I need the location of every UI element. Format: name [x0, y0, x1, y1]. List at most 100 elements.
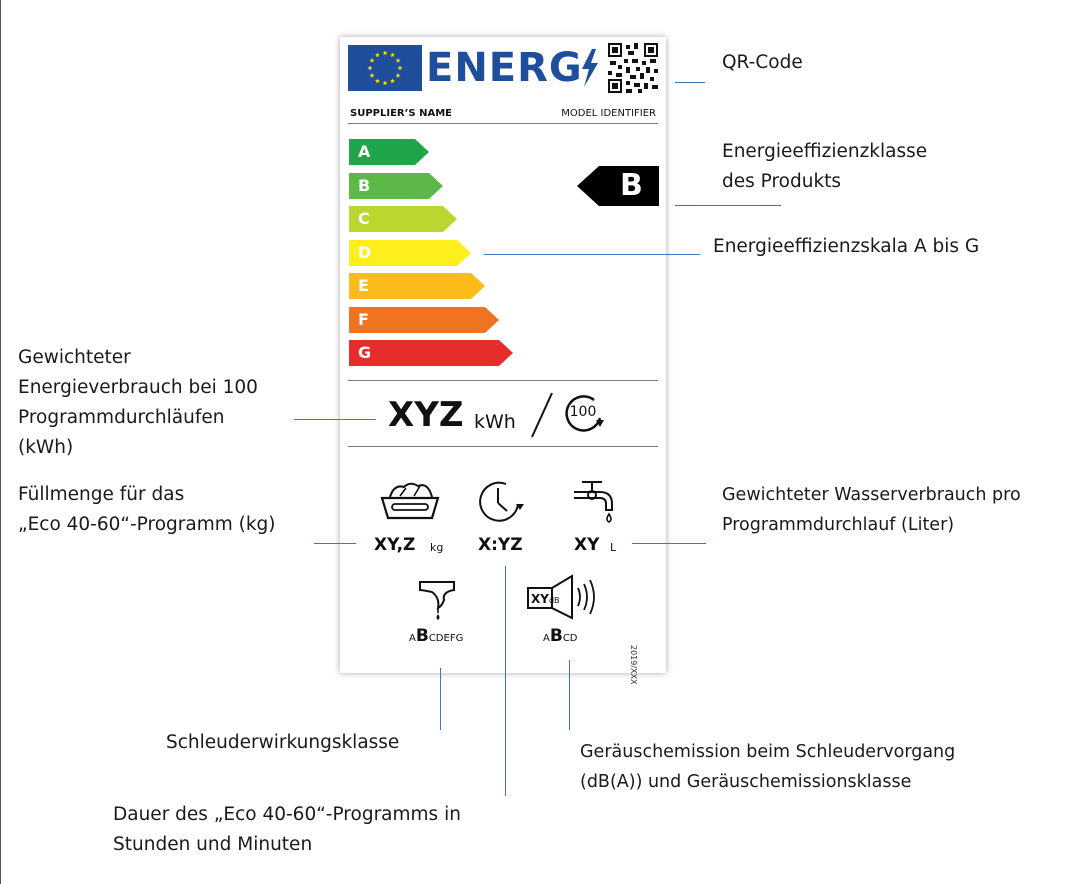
efficiency-class-g: G: [349, 340, 513, 366]
class-arrow-letter: E: [358, 276, 369, 295]
class-arrow-shape: [349, 273, 485, 299]
energy-wordmark: ENERG: [426, 45, 583, 91]
duration-annotation-line-1: Dauer des „Eco 40-60“-Programms in: [113, 804, 461, 825]
duration-value: X:YZ: [478, 535, 523, 555]
class-arrow-letter: B: [358, 175, 371, 195]
noise-class-scale: ABCD: [543, 626, 578, 646]
class-arrow-letter: A: [358, 142, 371, 161]
spin-callout-line: [440, 668, 441, 730]
scale-callout-line: [484, 254, 700, 255]
energy-annotation: Gewichteter Energieverbrauch bei 100 Pro…: [18, 343, 258, 463]
spin-efficiency-scale: ABCDEFG: [409, 626, 463, 646]
capacity-annotation-line-2: „Eco 40-60“-Programm (kg): [18, 514, 276, 535]
slash-icon: [531, 392, 553, 438]
capacity-annotation-line-1: Füllmenge für das: [18, 484, 185, 505]
regulation-code: 2019/XXX: [629, 645, 638, 685]
spin-grade-post: CDEFG: [428, 633, 464, 644]
noise-db-number: XY: [531, 592, 549, 606]
noise-annotation-line-1: Geräuschemission beim Schleudervorgang: [580, 742, 956, 762]
spin-annotation-line: Schleuderwirkungsklasse: [166, 732, 400, 753]
class-arrow-shape: [349, 340, 513, 366]
cycle-count: 100: [569, 404, 597, 420]
class-arrow-shape: [349, 239, 471, 266]
scale-annotation: Energieeffizienzskala A bis G: [713, 232, 979, 262]
noise-grade-main: B: [549, 626, 563, 646]
water-annotation-line-2: Programmdurchlauf (Liter): [722, 515, 955, 535]
efficiency-class-annotation-line-2: des Produkts: [722, 171, 842, 192]
noise-grade-pre: A: [543, 633, 550, 644]
efficiency-class-f: F: [349, 306, 499, 333]
model-identifier: MODEL IDENTIFIER: [561, 108, 656, 119]
supplier-name: SUPPLIER’S NAME: [350, 108, 452, 119]
efficiency-class-b: B: [349, 172, 443, 199]
eu-star-icon: [369, 72, 375, 78]
clock-icon: [479, 481, 524, 522]
class-arrow-shape: [349, 206, 457, 232]
eu-star-icon: [382, 50, 388, 56]
duration-annotation-line-2: Stunden und Minuten: [113, 834, 313, 855]
capacity-annotation: Füllmenge für das „Eco 40-60“-Programm (…: [18, 480, 276, 540]
product-class-arrow: [577, 166, 659, 206]
energy-annotation-line-3: Programmdurchläufen: [18, 407, 225, 428]
noise-callout-line: [569, 660, 570, 730]
noise-grade-post: CD: [562, 633, 578, 644]
consumption-divider: [348, 446, 658, 447]
noise-db-unit: dB: [548, 596, 560, 605]
qr-callout-line: [675, 82, 705, 83]
eu-star-icon: [390, 52, 395, 58]
energy-consumption-value: XYZ: [388, 395, 464, 435]
qr-annotation-line: QR-Code: [722, 52, 803, 73]
energy-callout-line: [294, 419, 376, 420]
cycle-count-icon: [565, 395, 604, 432]
capacity-callout-line: [314, 543, 356, 544]
spin-grade-main: B: [415, 626, 429, 646]
qr-code-icon: [608, 43, 658, 93]
eu-star-icon: [369, 57, 375, 63]
scale-divider: [348, 380, 658, 381]
eu-flag-icon: [348, 45, 422, 91]
duration-annotation: Dauer des „Eco 40-60“-Programms in Stund…: [113, 800, 461, 860]
energy-annotation-line-1: Gewichteter: [18, 347, 131, 368]
class-arrow-shape: [349, 139, 429, 165]
water-annotation-line-1: Gewichteter Wasserverbrauch pro: [722, 485, 1021, 505]
eu-star-icon: [382, 80, 388, 86]
product-class-letter: B: [620, 168, 643, 203]
eu-star-icon: [397, 65, 403, 71]
efficiency-class-d: D: [349, 239, 471, 266]
water-annotation: Gewichteter Wasserverbrauch pro Programm…: [722, 480, 1021, 540]
class-arrow-letter: D: [358, 242, 372, 262]
eu-star-icon: [367, 65, 373, 71]
eu-star-icon: [375, 52, 380, 58]
noise-annotation: Geräuschemission beim Schleudervorgang (…: [580, 737, 955, 797]
spin-shirt-icon: [419, 581, 455, 620]
laundry-basket-icon: [380, 482, 440, 520]
eu-star-icon: [375, 78, 380, 84]
left-border-line: [0, 0, 1, 884]
efficiency-class-a: A: [349, 139, 429, 165]
efficiency-class-annotation: Energieeffizienzklasse des Produkts: [722, 137, 927, 197]
efficiency-class-c: C: [349, 206, 457, 232]
capacity-unit: kg: [430, 541, 444, 554]
spin-grade-pre: A: [409, 633, 416, 644]
water-value: XY: [574, 535, 600, 555]
scale-annotation-line: Energieeffizienzskala A bis G: [713, 236, 980, 257]
class-callout-line: [675, 205, 781, 206]
duration-callout-line: [505, 566, 506, 796]
energy-annotation-line-4: (kWh): [18, 437, 74, 458]
eu-star-icon: [395, 57, 401, 63]
capacity-value: XY,Z: [374, 535, 416, 555]
lightning-bolt-icon: [582, 49, 598, 87]
water-callout-line: [632, 543, 706, 544]
energy-consumption-unit: kWh: [474, 411, 516, 433]
header-divider: [348, 123, 658, 124]
efficiency-class-e: E: [349, 273, 485, 299]
speaker-noise-icon: [527, 574, 595, 620]
energy-label: ENERG SUPPLIER’S NAME MODEL IDENTIFIER A…: [340, 37, 666, 673]
class-arrow-shape: [349, 172, 443, 199]
efficiency-class-annotation-line-1: Energieeffizienzklasse: [722, 141, 928, 162]
noise-db-value: XYdB: [531, 592, 560, 606]
noise-annotation-line-2: (dB(A)) und Geräuschemissionsklasse: [580, 772, 912, 792]
energy-annotation-line-2: Energieverbrauch bei 100: [18, 377, 258, 398]
water-unit: L: [610, 541, 617, 554]
class-arrow-letter: G: [358, 343, 372, 362]
